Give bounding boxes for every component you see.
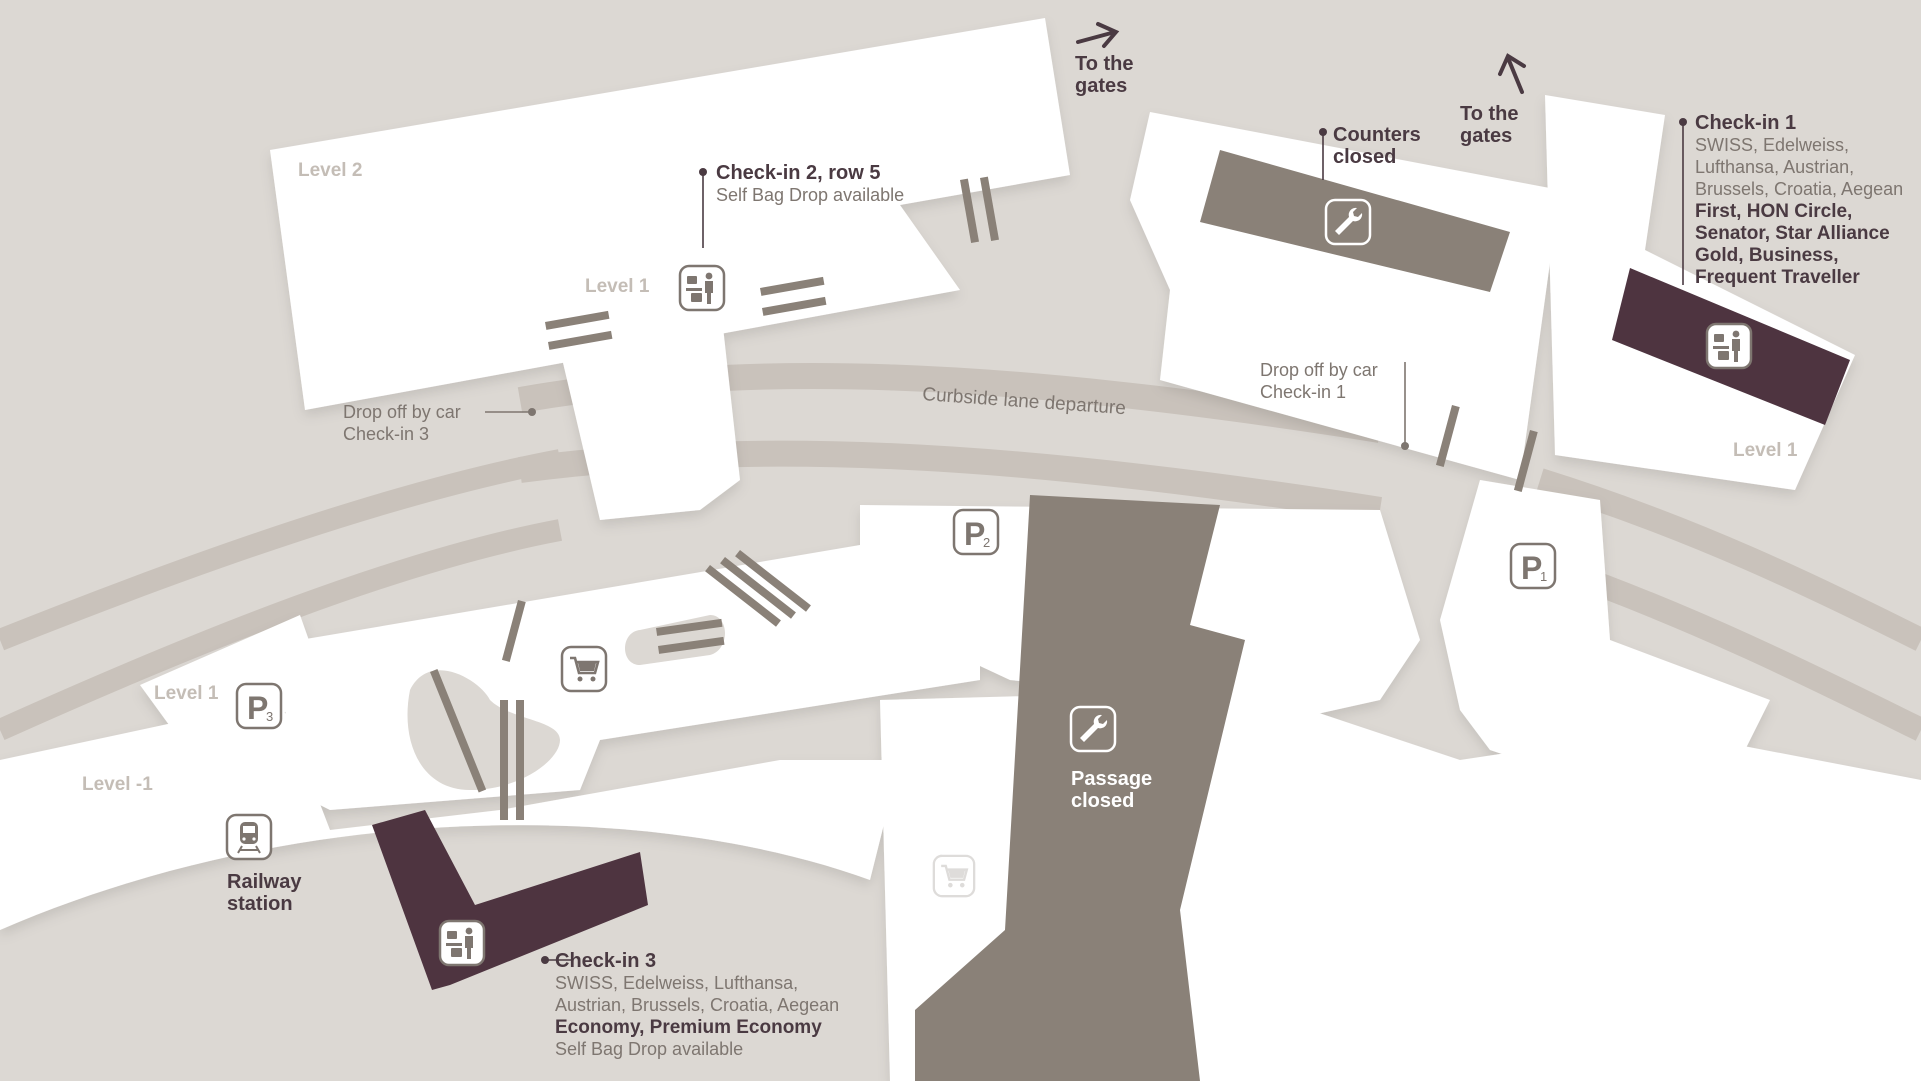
svg-text:P: P (964, 516, 985, 552)
svg-text:P: P (1521, 550, 1542, 586)
dropoff1-label-2: Check-in 1 (1260, 382, 1346, 402)
checkin2-note: Self Bag Drop available (716, 185, 904, 205)
lane-right-1 (1536, 468, 1921, 651)
leader-lines (485, 122, 1684, 961)
parking-icon-p2: P 2 (952, 508, 1000, 556)
checkin1-classes-1: First, HON Circle, (1695, 201, 1852, 222)
checkin1-airlines-3: Brussels, Croatia, Aegean (1695, 179, 1903, 199)
gates-label-right-2: gates (1460, 125, 1512, 147)
shopping-cart-icon (932, 854, 976, 898)
checkin-icon (438, 919, 486, 967)
checkin1-classes-2: Senator, Star Alliance (1695, 223, 1890, 244)
passage-closed-label-1: Passage (1071, 768, 1152, 790)
level1-right-label: Level 1 (1733, 440, 1798, 461)
dropoff1-label-1: Drop off by car (1260, 360, 1378, 380)
level2-label: Level 2 (298, 160, 362, 181)
level-labels: Level 2 Level 1 Level 1 Level 1 Level -1 (82, 160, 1798, 795)
checkin1-airlines-1: SWISS, Edelweiss, (1695, 135, 1849, 155)
lane-right-2 (1555, 558, 1921, 741)
arrow-icon (1076, 22, 1526, 94)
passage-closed-label-2: closed (1071, 790, 1134, 812)
checkin1-airlines-2: Lufthansa, Austrian, (1695, 157, 1854, 177)
dropoff3-label-2: Check-in 3 (343, 424, 429, 444)
svg-text:P: P (247, 690, 268, 726)
escalators (430, 176, 1538, 820)
gates-label-left-2: gates (1075, 75, 1127, 97)
checkin2-title: Check-in 2, row 5 (716, 162, 881, 184)
gates-label-left-1: To the (1075, 53, 1134, 75)
level1-walkway-center (560, 235, 800, 520)
checkin1-title: Check-in 1 (1695, 112, 1796, 134)
checkin-icon (678, 264, 726, 312)
left-bottom-zone (0, 700, 900, 930)
checkin1-callout: Check-in 1 SWISS, Edelweiss, Lufthansa, … (1695, 112, 1903, 288)
parking-icon-p1: P 1 (1509, 542, 1557, 590)
checkin3-title: Check-in 3 (555, 950, 656, 972)
level-minus1-label: Level -1 (82, 774, 153, 795)
checkin-icon (1705, 322, 1753, 370)
checkin3-airlines-1: SWISS, Edelweiss, Lufthansa, (555, 973, 798, 993)
level1-left-label: Level 1 (154, 683, 219, 704)
railway-label-1: Railway (227, 871, 302, 893)
shopping-cart-icon (560, 645, 608, 693)
checkin1-classes-4: Frequent Traveller (1695, 267, 1860, 288)
checkin3-callout: Check-in 3 SWISS, Edelweiss, Lufthansa, … (555, 950, 839, 1059)
lane-left-1 (0, 449, 563, 651)
passage-closed-zone (915, 495, 1245, 1081)
parking-icon-p3: P 3 (235, 682, 283, 730)
dropoff3-label-1: Drop off by car (343, 402, 461, 422)
svg-text:2: 2 (983, 535, 990, 550)
lane-left-2 (0, 519, 563, 741)
checkin1-classes-3: Gold, Business, (1695, 245, 1839, 266)
checkin3-airlines-2: Austrian, Brussels, Croatia, Aegean (555, 995, 839, 1015)
svg-text:1: 1 (1540, 569, 1547, 584)
top-left-strip (0, 28, 420, 140)
checkin3-classes: Economy, Premium Economy (555, 1017, 822, 1038)
railway-label-2: station (227, 893, 293, 915)
counters-closed-label-2: closed (1333, 146, 1396, 168)
svg-text:3: 3 (266, 709, 273, 724)
checkin3-note: Self Bag Drop available (555, 1039, 743, 1059)
gates-label-right-1: To the (1460, 103, 1519, 125)
train-icon (225, 813, 273, 861)
leader-dots (528, 118, 1687, 964)
checkin2-callout: Check-in 2, row 5 Self Bag Drop availabl… (716, 162, 904, 205)
counters-closed-label-1: Counters (1333, 124, 1421, 146)
level1-center-label: Level 1 (585, 276, 650, 297)
level2-building (270, 18, 1070, 410)
